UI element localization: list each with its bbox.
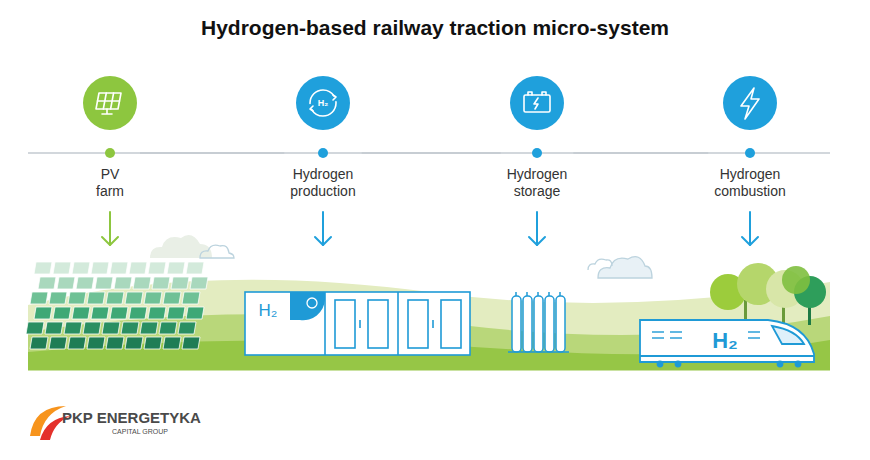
solar-panel bbox=[102, 322, 120, 334]
solar-panel bbox=[57, 277, 75, 289]
solar-panel bbox=[182, 337, 200, 349]
solar-panel bbox=[64, 322, 82, 334]
timeline-dot bbox=[105, 148, 115, 158]
solar-panel bbox=[167, 262, 185, 274]
stage-icon bbox=[80, 76, 140, 162]
stage-label: Hydrogen combustion bbox=[712, 166, 788, 200]
stage-node: Hydrogen combustion bbox=[708, 76, 792, 200]
solar-panel bbox=[133, 277, 151, 289]
solar-panel bbox=[186, 262, 204, 274]
stage-node: Hydrogen production bbox=[284, 76, 361, 200]
solar-panel bbox=[106, 337, 124, 349]
solar-panel bbox=[110, 262, 128, 274]
stage-label: Hydrogen production bbox=[288, 166, 357, 200]
solar-panel bbox=[125, 292, 143, 304]
stage-label: Hydrogen storage bbox=[505, 166, 570, 200]
solar-panel bbox=[68, 292, 86, 304]
solar-panel bbox=[190, 277, 208, 289]
container-formula: H₂ bbox=[259, 302, 278, 319]
logo-subtitle: CAPITAL GROUP bbox=[112, 428, 168, 435]
solar-panel bbox=[129, 262, 147, 274]
timeline bbox=[28, 152, 830, 154]
logo-name: PKP ENERGETYKA bbox=[62, 410, 201, 425]
solar-panel bbox=[121, 322, 139, 334]
solar-panel bbox=[167, 307, 185, 319]
solar-panel bbox=[110, 307, 128, 319]
solar-panel bbox=[30, 292, 48, 304]
timeline-connector bbox=[362, 152, 501, 154]
solar-panels bbox=[26, 262, 208, 349]
solar-panel bbox=[129, 307, 147, 319]
solar-panel bbox=[53, 262, 71, 274]
stage-node: PV farm bbox=[80, 76, 140, 200]
solar-panel bbox=[140, 322, 158, 334]
solar-panel bbox=[178, 322, 196, 334]
solar-panel bbox=[182, 292, 200, 304]
ground-line bbox=[28, 370, 830, 371]
solar-panel bbox=[34, 262, 52, 274]
train-formula: H₂ bbox=[712, 330, 738, 352]
solar-panel bbox=[87, 337, 105, 349]
solar-panel bbox=[30, 337, 48, 349]
solar-panel bbox=[186, 307, 204, 319]
icon-formula: H₂ bbox=[318, 99, 329, 108]
timeline-dot bbox=[318, 148, 328, 158]
solar-panel bbox=[163, 292, 181, 304]
solar-panel bbox=[163, 337, 181, 349]
solar-panel bbox=[26, 322, 44, 334]
solar-panel bbox=[152, 277, 170, 289]
solar-panel bbox=[53, 307, 71, 319]
down-arrows bbox=[102, 212, 758, 245]
ground-hills bbox=[28, 280, 830, 370]
solar-panel bbox=[159, 322, 177, 334]
stage-icon bbox=[720, 76, 780, 162]
trees bbox=[710, 263, 826, 325]
solar-panel bbox=[91, 262, 109, 274]
solar-panel bbox=[144, 292, 162, 304]
solar-panel bbox=[45, 322, 63, 334]
solar-panel bbox=[38, 277, 56, 289]
solar-panel bbox=[114, 277, 132, 289]
timeline-dot bbox=[745, 148, 755, 158]
solar-panel bbox=[34, 307, 52, 319]
stage-label: PV farm bbox=[94, 166, 126, 200]
solar-panel bbox=[72, 262, 90, 274]
solar-panel bbox=[72, 307, 90, 319]
solar-panel bbox=[49, 337, 67, 349]
solar-panel bbox=[125, 337, 143, 349]
electrolyser-container bbox=[245, 292, 470, 355]
solar-panel bbox=[68, 337, 86, 349]
solar-panel bbox=[171, 277, 189, 289]
hydrogen-train bbox=[640, 320, 814, 367]
diagram-title: Hydrogen-based railway traction micro-sy… bbox=[0, 16, 870, 40]
timeline-connector bbox=[140, 152, 284, 154]
solar-panel bbox=[148, 307, 166, 319]
stage-icon bbox=[507, 76, 567, 162]
solar-panel bbox=[83, 322, 101, 334]
stage-icon bbox=[293, 76, 353, 162]
clouds bbox=[150, 235, 652, 278]
solar-panel bbox=[106, 292, 124, 304]
solar-panel bbox=[91, 307, 109, 319]
solar-panel bbox=[49, 292, 67, 304]
solar-panel bbox=[148, 262, 166, 274]
timeline-dot bbox=[532, 148, 542, 158]
timeline-connector bbox=[573, 152, 708, 154]
solar-panel bbox=[95, 277, 113, 289]
solar-panel bbox=[76, 277, 94, 289]
stage-node: Hydrogen storage bbox=[501, 76, 574, 200]
gas-cylinders bbox=[508, 292, 569, 352]
solar-panel bbox=[144, 337, 162, 349]
solar-panel bbox=[87, 292, 105, 304]
